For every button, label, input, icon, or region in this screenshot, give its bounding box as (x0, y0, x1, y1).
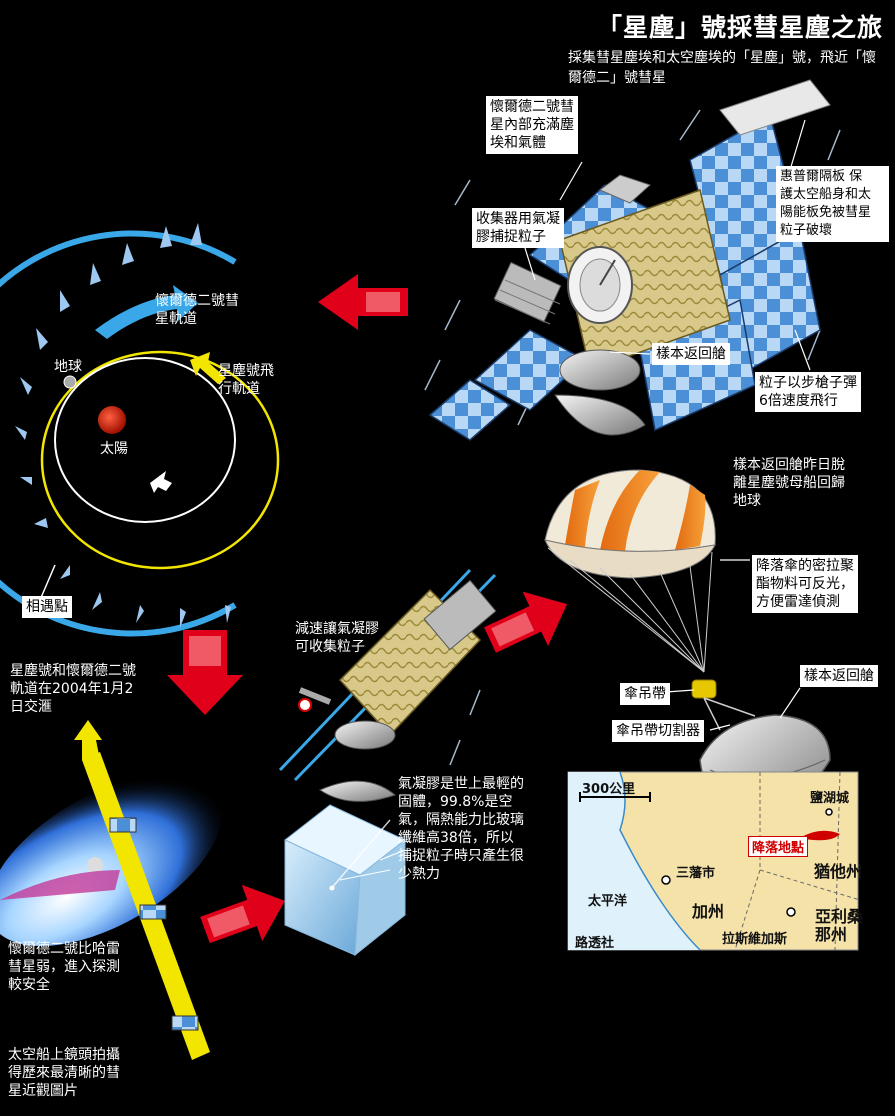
callout-comet-interior: 懷爾德二號彗 星內部充滿塵 埃和氣體 (486, 96, 578, 154)
callout-capsule-bottom: 樣本返回艙 (800, 665, 878, 687)
red-arrows (167, 274, 568, 944)
map-pacific: 太平洋 (588, 894, 628, 909)
map-utah: 猶他州 (814, 862, 863, 881)
label-sun: 太陽 (100, 441, 128, 457)
callout-whipple-shield: 惠普爾隔板 保 護太空船身和太 陽能板免被彗星 粒子破壞 (776, 166, 889, 242)
map-las-vegas: 拉斯維加斯 (722, 932, 788, 947)
label-earth: 地球 (54, 359, 82, 375)
note-camera: 太空船上鏡頭拍攝 得歷來最清晰的彗 星近觀圖片 (8, 1047, 120, 1099)
leader-lines (379, 119, 811, 861)
note-capsule-return: 樣本返回艙昨日脫 離星塵號母船回歸 地球 (733, 457, 845, 509)
label-comet-orbit: 懷爾德二號彗 星軌道 (155, 293, 239, 327)
map-scale: 300公里 (582, 782, 636, 797)
callout-strap-cutter: 傘吊帶切割器 (612, 720, 704, 742)
map-arizona: 亞利桑 那州 (815, 907, 864, 944)
spacecraft-main (428, 79, 831, 441)
callout-strap: 傘吊帶 (620, 683, 670, 705)
label-stardust-orbit: 星塵號飛 行軌道 (218, 363, 274, 397)
map-salt-lake: 鹽湖城 (810, 791, 850, 806)
note-aerogel-fact: 氣凝膠是世上最輕的 固體，99.8%是空 氣，隔熱能力比玻璃 纖維高38倍，所以… (398, 776, 524, 882)
comet-approach (0, 720, 223, 1060)
callout-collector: 收集器用氣凝 膠捕捉粒子 (472, 208, 564, 248)
aerogel-cube (284, 804, 406, 957)
spacecraft-aerogel (278, 568, 497, 802)
note-meeting-date: 星塵號和懷爾德二號 軌道在2004年1月2 日交滙 (10, 663, 136, 715)
subtitle: 採集彗星塵埃和太空塵埃的「星塵」號，飛近「懷爾德二」號彗星 (568, 50, 876, 86)
map-sacramento: 三藩市 (676, 866, 716, 881)
note-aerogel-slow: 減速讓氣凝膠 可收集粒子 (295, 621, 379, 655)
callout-capsule-top: 樣本返回艙 (652, 343, 730, 365)
callout-particle-speed: 粒子以步槍子彈 6倍速度飛行 (755, 372, 861, 412)
page-title: 「星塵」號採彗星塵之旅 (596, 13, 883, 42)
landing-map (567, 771, 861, 951)
map-california: 加州 (692, 902, 725, 921)
map-credit: 路透社 (575, 936, 615, 951)
orbit-diagram (0, 223, 280, 637)
label-meeting-point: 相遇點 (22, 596, 72, 618)
callout-parachute-material: 降落傘的密拉聚 酯物料可反光， 方便雷達偵測 (752, 555, 858, 613)
parachute (544, 469, 756, 731)
map-landing: 降落地點 (748, 836, 809, 857)
note-comet-weak: 懷爾德二號比哈雷 彗星弱，進入探測 較安全 (8, 941, 120, 993)
